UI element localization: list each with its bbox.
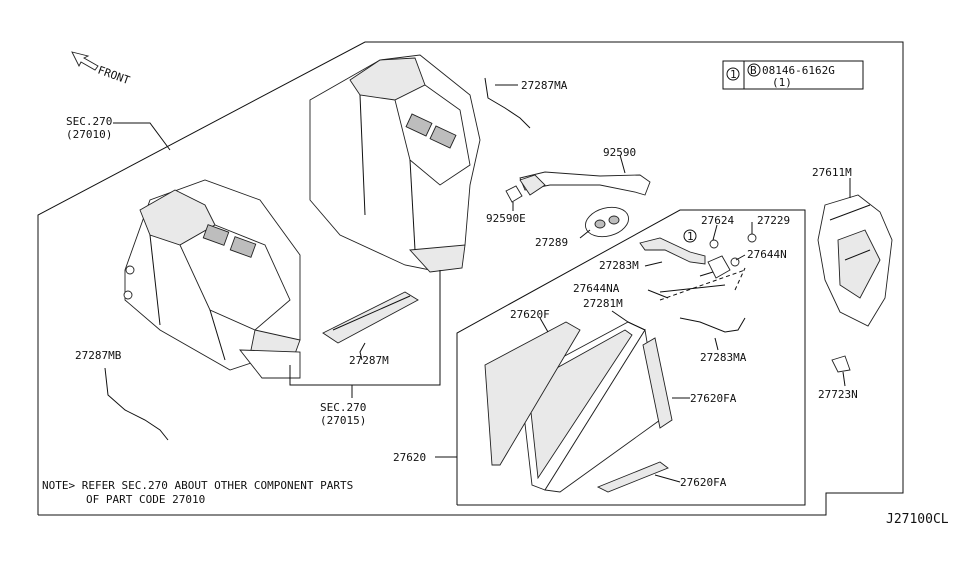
label-27644NA: 27644NA	[573, 282, 620, 295]
legend-index: 1	[730, 68, 737, 81]
drain-hose-27287MB	[104, 367, 169, 441]
note-line-1: NOTE> REFER SEC.270 ABOUT OTHER COMPONEN…	[42, 479, 353, 492]
label-27229: 27229	[757, 214, 790, 227]
label-sec270-27010-2: (27010)	[66, 128, 112, 141]
evaporator-group-frame	[456, 209, 806, 506]
heater-unit-assembly	[123, 179, 301, 379]
label-27620FA-2: 27620FA	[680, 476, 727, 489]
bolt-symbol: B	[750, 64, 757, 77]
cooling-unit-assembly	[309, 54, 481, 273]
label-27287M: 27287M	[349, 354, 389, 367]
diagram-id: J27100CL	[886, 512, 949, 527]
pipe-92590	[519, 171, 651, 196]
front-label: FRONT	[96, 64, 132, 88]
label-27624: 27624	[701, 214, 734, 227]
case-27611M	[817, 194, 893, 327]
label-sec270-27015-1: SEC.270	[320, 401, 366, 414]
expansion-valve-assembly	[639, 233, 757, 301]
outer-boundary	[37, 41, 904, 516]
label-sec270-27015-2: (27015)	[320, 414, 366, 427]
label-27289: 27289	[535, 236, 568, 249]
evaporator-core-27281M	[519, 321, 661, 493]
legend-box: 1 B 08146-6162G (1)	[722, 60, 864, 90]
label-27281M: 27281M	[583, 297, 623, 310]
label-27620: 27620	[393, 451, 426, 464]
note-line-2: OF PART CODE 27010	[86, 493, 205, 506]
seal-27620F	[484, 321, 581, 466]
label-92590E: 92590E	[486, 212, 526, 225]
label-27287MB: 27287MB	[75, 349, 122, 362]
label-27620F: 27620F	[510, 308, 550, 321]
insulator-27287M	[322, 291, 419, 344]
label-27287MA: 27287MA	[521, 79, 568, 92]
label-27611M: 27611M	[812, 166, 852, 179]
legend-quantity: (1)	[772, 76, 792, 89]
label-27723N: 27723N	[818, 388, 858, 401]
legend-part-number: 08146-6162G	[762, 64, 835, 77]
label-27283MA: 27283MA	[700, 351, 747, 364]
label-27283M: 27283M	[599, 259, 639, 272]
callout-circle	[683, 229, 697, 243]
label-sec270-27010-1: SEC.270	[66, 115, 112, 128]
label-27644N: 27644N	[747, 248, 787, 261]
drain-hose-27287MA	[484, 77, 531, 129]
front-arrow-icon	[71, 51, 99, 71]
label-92590: 92590	[603, 146, 636, 159]
clip-27723N	[831, 355, 851, 373]
seal-27620FA-bottom	[596, 461, 669, 493]
label-27620FA-1: 27620FA	[690, 392, 737, 405]
tube-27283MA	[679, 317, 746, 333]
clip-92590E	[505, 185, 523, 203]
callout-number: 1	[687, 230, 694, 243]
grommet-27289	[584, 206, 630, 238]
seal-27620FA-side	[642, 337, 673, 429]
